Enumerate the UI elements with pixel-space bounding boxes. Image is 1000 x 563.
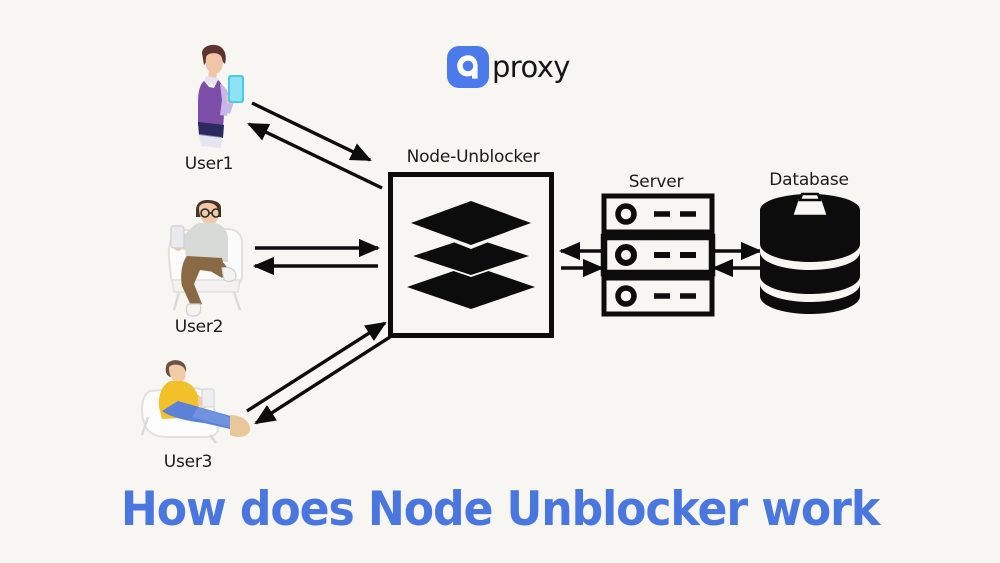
user2-label: User2 [174,317,224,337]
user3-illustration [132,355,262,451]
user2-illustration [152,192,260,320]
user1-label: User1 [184,154,234,174]
user1-illustration [176,40,254,152]
database-label: Database [769,170,849,190]
database-cylinder-icon [758,192,862,318]
server-label: Server [628,172,684,192]
node-unblocker-box [388,172,554,338]
layers-stack-icon [403,195,539,315]
user3-label: User3 [163,452,213,472]
server-rack-icon [600,192,716,318]
proxy-logo-mark-icon [447,46,489,88]
arrow-unblocker-to-user1 [247,122,383,190]
node-unblocker-label: Node-Unblocker [406,147,540,167]
brand-name: proxy [492,49,570,84]
arrow-user3-to-unblocker [246,321,387,413]
arrow-unblocker-to-user3 [254,335,391,425]
page-title: How does Node Unblocker work [120,482,880,537]
arrow-user1-to-unblocker [251,101,372,162]
brand-logo: proxy [447,46,570,88]
